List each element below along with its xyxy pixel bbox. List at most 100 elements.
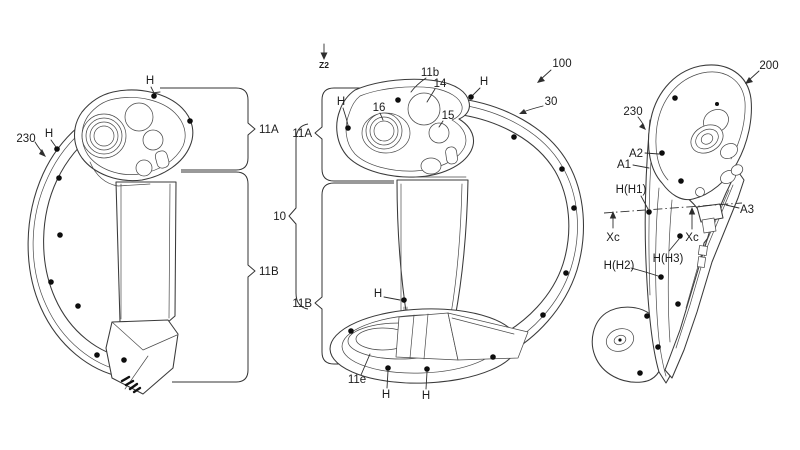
right-strap-clip-b	[696, 256, 707, 268]
leader-15	[438, 120, 444, 128]
leader-h-top-left	[150, 86, 155, 94]
left-neck-line	[89, 161, 151, 187]
left-connector-hatch	[120, 375, 142, 394]
label-11B-center: 11B	[292, 298, 312, 310]
label-11B-left: 11B	[259, 266, 279, 278]
center-bracket-11A	[314, 87, 424, 182]
leader-h-base-left	[386, 370, 389, 389]
xc-arrow-left-head	[609, 211, 617, 219]
right-joystick-cap	[695, 128, 719, 150]
right-trigger-block	[696, 203, 724, 223]
label-16: 16	[373, 102, 386, 114]
leader-h-h2	[630, 267, 659, 277]
leader-h-right-center	[472, 87, 481, 96]
label-11A-left: 11A	[259, 124, 279, 136]
label-xc-left: Xc	[606, 232, 620, 244]
left-bottom-wedge	[105, 319, 179, 395]
label-z2: Z2	[319, 60, 329, 70]
leader-11b	[410, 77, 427, 93]
right-base-screw-center	[618, 338, 622, 342]
right-button-mid	[720, 143, 738, 159]
left-joystick-cap	[89, 121, 119, 151]
right-body-facet-b	[667, 199, 673, 343]
label-11A-center: 11A	[292, 128, 312, 140]
label-h-right-center: H	[480, 76, 488, 88]
label-200: 200	[759, 60, 778, 72]
leader-h-base-right	[425, 371, 428, 390]
left-controller-figure: 230 H H 11A 11B	[16, 75, 279, 395]
label-30: 30	[545, 96, 558, 108]
leader-11e	[360, 353, 371, 376]
left-tracking-dots	[48, 93, 193, 363]
center-base-plate-line-b	[423, 313, 429, 360]
center-grip	[396, 179, 469, 319]
center-base	[329, 308, 529, 384]
left-button-mid	[142, 129, 164, 151]
label-230-left: 230	[16, 133, 35, 145]
right-tracking-dots	[637, 95, 719, 376]
label-h-h1: H(H1)	[616, 184, 647, 196]
right-head-rim	[655, 71, 746, 181]
label-15: 15	[442, 110, 455, 122]
center-tracking-dots	[345, 94, 577, 372]
left-grip	[115, 181, 177, 337]
xc-arrow-right-head	[688, 207, 696, 215]
label-h-grip: H	[374, 288, 382, 300]
right-body-facet-a	[655, 187, 667, 377]
label-xc-right: Xc	[685, 232, 699, 244]
z2-axis-marker: Z2	[319, 43, 329, 70]
center-base-plate-line-a	[409, 314, 415, 359]
left-button-large	[124, 102, 154, 132]
center-button-pill	[445, 146, 458, 165]
label-h-top-left: H	[146, 75, 154, 87]
left-joystick-ring	[85, 117, 123, 155]
center-grip-line-a	[450, 183, 463, 315]
left-joystick-base	[81, 113, 127, 159]
label-h-base-right: H	[422, 390, 430, 402]
label-h-h3: H(H3)	[653, 253, 684, 265]
left-button-small	[135, 159, 153, 177]
label-11e: 11e	[348, 374, 366, 386]
arrowhead-230-right	[639, 123, 646, 130]
leader-16	[379, 112, 384, 121]
center-joystick-cap	[369, 116, 399, 146]
leader-h-ring-left	[50, 139, 57, 148]
center-base-flap-line	[451, 317, 515, 335]
leader-h-h3	[668, 238, 680, 252]
right-joystick-base	[690, 124, 724, 154]
leader-h-grip	[383, 296, 401, 301]
label-230-right: 230	[623, 106, 642, 118]
center-controller-figure: Z2	[273, 43, 584, 402]
leader-a3	[725, 204, 740, 209]
leader-a1	[632, 164, 650, 169]
left-wedge-fold-a	[111, 321, 178, 351]
leader-30	[522, 105, 544, 113]
left-grip-line-b	[168, 183, 171, 319]
left-bracket-11A	[160, 87, 256, 171]
center-joystick-top	[373, 120, 395, 142]
xc-centerline	[603, 202, 743, 214]
center-button-oval	[420, 157, 442, 175]
leader-14	[426, 88, 436, 103]
right-trigger-lower	[701, 217, 717, 234]
label-a3: A3	[740, 204, 754, 216]
arrowhead-200	[745, 77, 753, 84]
right-button-small-b	[730, 164, 744, 176]
center-button-15	[428, 122, 450, 144]
right-base-screw-inner	[613, 334, 627, 346]
arrowhead-230-left	[39, 149, 46, 157]
label-a1: A1	[617, 159, 631, 171]
label-h-h2: H(H2)	[604, 260, 635, 272]
label-h-ring-left: H	[45, 128, 53, 140]
brace-10	[288, 123, 309, 310]
right-screw-hole	[695, 187, 705, 197]
right-controller-figure: 200 230 A2 A1 H(H1) A3 H(H3) H(H2) Xc Xc	[591, 60, 779, 384]
center-base-plate	[395, 312, 459, 361]
label-14: 14	[434, 78, 447, 90]
left-bracket-11B	[172, 171, 256, 383]
right-joystick-top	[700, 133, 714, 145]
center-button-14	[407, 92, 441, 126]
left-joystick-top	[93, 125, 115, 147]
label-10: 10	[273, 211, 286, 223]
